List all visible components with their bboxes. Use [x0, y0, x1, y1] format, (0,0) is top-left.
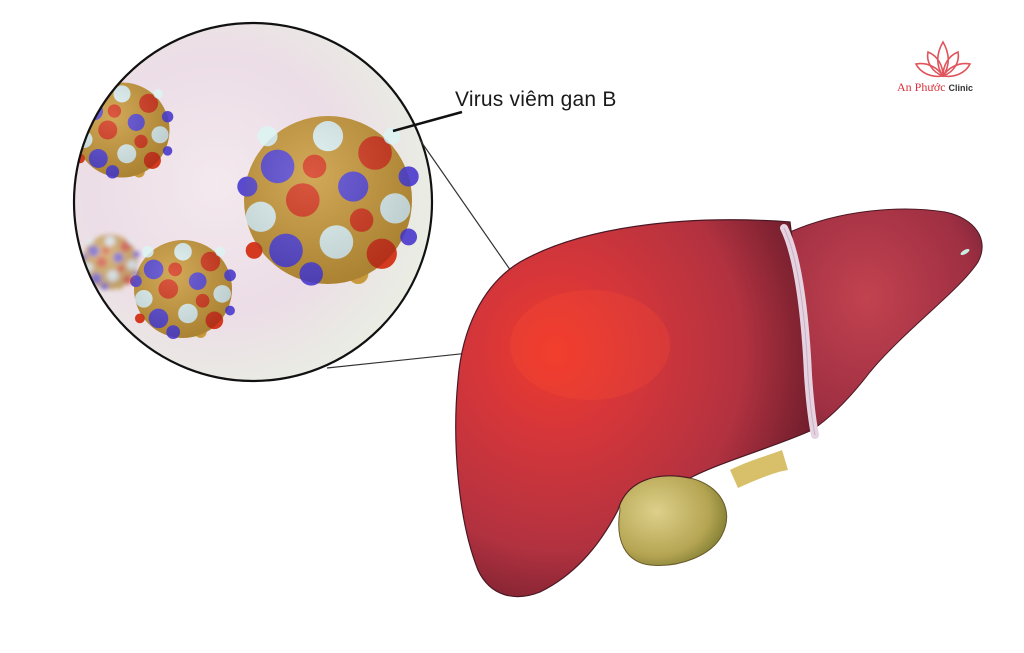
virus-magnifier [72, 21, 434, 383]
lotus-logo-icon [900, 36, 1000, 96]
liver [455, 208, 983, 598]
clinic-logo-text: An Phước Clinic [897, 80, 973, 95]
clinic-name: An Phước [897, 80, 946, 94]
virus-label: Virus viêm gan B [455, 88, 617, 111]
clinic-suffix: Clinic [948, 83, 974, 93]
